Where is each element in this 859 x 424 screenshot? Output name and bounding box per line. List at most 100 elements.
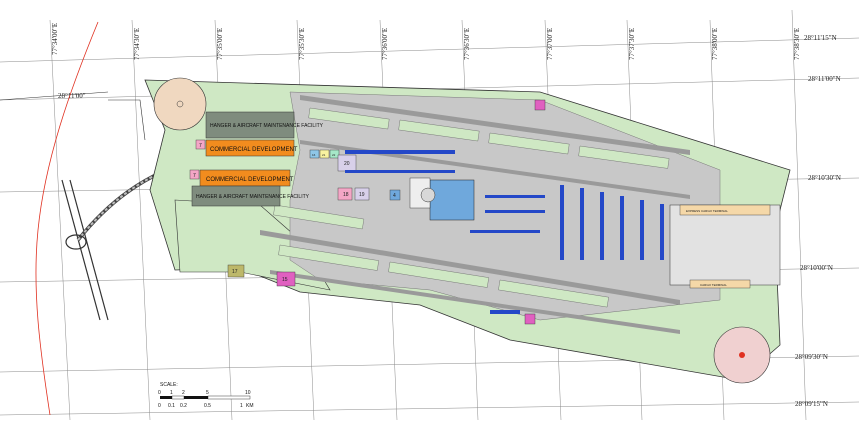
lon-label-5: 77°36'00"E [381,28,389,60]
plot-20-label: 20 [344,161,350,167]
island-2 [398,119,480,142]
meridian-10 [791,9,807,421]
plot-7a [195,139,206,150]
scale-bottom-10: 1 [240,403,243,409]
meridian-1 [49,19,71,421]
plot-magenta-south [524,313,536,325]
latitude-labels: 28°11'15"N 28°11'00"N 28°10'30"N 28°10'0… [58,34,841,408]
remote-stands-4 [620,196,624,260]
lon-label-1: 77°34'00"E [51,23,59,55]
plot-18-label: 18 [343,192,349,198]
development-zones: HANGER & AIRCRAFT MAINTENANCE FACILITY C… [189,111,324,207]
interchange-loop [65,234,87,250]
terminal-building [429,179,475,221]
remote-stands-2 [580,188,584,260]
scale-top-0: 0 [158,390,161,396]
runway-north [300,95,690,155]
protection-zones [153,77,771,384]
scale-bottom-0: 0 [158,403,161,409]
highway-main [61,179,101,321]
commercial-south-label: COMMERCIAL DEVELOPMENT [206,177,294,183]
aircraft-stands [345,150,664,314]
lat-label-left: 28°11'00" [58,92,86,100]
plot-21-label: 21 [322,153,326,157]
remote-stands-1 [560,185,564,260]
lon-label-8: 77°37'30"E [628,28,636,60]
scale-bar: SCALE: 0 1 2 5 10 0 0.1 0.2 0.5 1 KM [158,382,254,409]
plot-16 [309,149,320,159]
protection-zone-west [153,77,207,131]
lat-label-1: 28°11'15"N [804,34,837,42]
scale-bottom-1: 0.1 [168,403,175,409]
hangar-north-block [205,111,295,139]
scale-top-2: 2 [182,390,185,396]
plot-4-label: 4 [393,193,396,199]
runways [260,95,690,334]
runway-north-2 [300,140,690,199]
island-1 [308,107,390,130]
stand-row-south-2 [485,210,545,213]
island-8 [273,204,365,230]
lon-label-4: 77°35'30"E [298,28,306,60]
island-7 [498,279,609,308]
scale-bottom-5: 0.5 [204,403,211,409]
rail-line [35,21,99,416]
scale-segment-2 [171,395,185,400]
cargo-apron [669,204,781,286]
plot-16-label: 16 [312,153,316,157]
cargo-terminal-label: CARGO TERMINAL [700,283,727,287]
apron-south [490,310,520,314]
scale-segment-3 [184,396,208,399]
meridian-2 [131,19,151,421]
hangar-south-label: HANGER & AIRCRAFT MAINTENANCE FACILITY [196,194,310,200]
scale-top-1: 1 [170,390,173,396]
hangar-north-label: HANGER & AIRCRAFT MAINTENANCE FACILITY [210,123,324,129]
local-road-1 [108,99,146,141]
lon-label-9: 77°38'00"E [711,28,719,60]
protection-zone-west-center [176,100,184,108]
plot-15-label: 15 [282,277,288,283]
express-cargo-label: EXPRESS CARGO TERMINAL [686,209,728,213]
grass-islands [273,107,670,308]
terminal-roundabout [420,187,436,203]
plot-7b [189,169,200,180]
plot-17 [227,264,245,278]
commercial-north-label: COMMERCIAL DEVELOPMENT [210,147,298,153]
lat-label-6: 28°09'15"N [795,400,828,408]
longitude-labels: 77°34'00"E 77°34'30"E 77°35'00"E 77°35'3… [51,23,801,60]
lon-label-6: 77°36'30"E [463,28,471,60]
plot-19 [354,187,370,201]
plot-18 [337,187,353,201]
scale-top-5: 5 [206,390,209,396]
island-4 [578,145,670,169]
remote-stands-5 [640,200,644,260]
protection-zone-east-center [739,352,745,358]
scale-segment-1 [160,396,172,399]
commercial-north-block [205,139,295,157]
stand-row-south [485,195,545,198]
plot-19-label: 19 [359,192,365,198]
stand-row-north-2 [345,170,455,173]
parallel-6 [0,401,859,416]
plot-21 [319,149,330,159]
local-road-2 [0,91,109,101]
plot-15 [276,271,296,287]
stand-row-north [345,150,455,154]
remote-stands-3 [600,192,604,260]
highway-main-2 [69,179,109,321]
island-3 [488,132,570,155]
plot-4 [389,189,401,201]
stand-row-south-3 [470,230,540,233]
lat-label-3: 28°10'30"N [808,174,841,182]
lon-label-7: 77°37'00"E [546,28,554,60]
plot-22 [329,149,340,159]
lat-label-5: 28°09'30"N [795,353,828,361]
plot-7a-label: 7 [199,143,202,149]
parallel-1 [0,37,859,63]
island-6 [388,261,489,288]
plot-22-label: 22 [332,153,336,157]
misc-plots: 17 15 [227,99,546,325]
island-5 [278,244,379,271]
terminal-complex: 16 21 22 20 18 19 4 [309,149,475,221]
hangar-south-block [191,185,281,207]
